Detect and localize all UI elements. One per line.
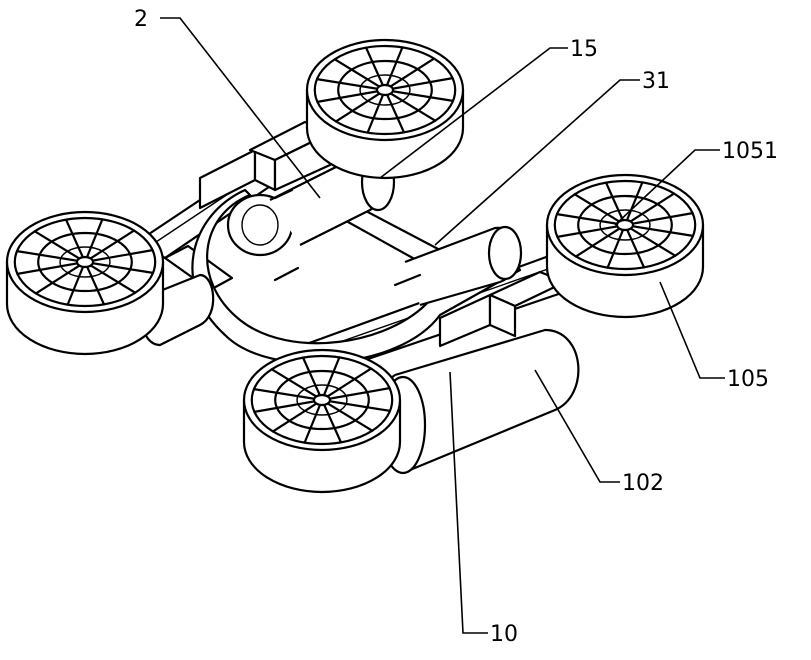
label-15: 15: [570, 37, 598, 62]
rotor-fans: [7, 40, 703, 492]
label-1051: 1051: [722, 139, 778, 164]
label-10: 10: [490, 622, 518, 647]
label-105: 105: [727, 367, 769, 392]
label-31: 31: [642, 69, 670, 94]
fan-left: [7, 212, 163, 354]
fan-rear: [307, 40, 463, 178]
label-2: 2: [134, 7, 148, 32]
label-102: 102: [622, 471, 664, 496]
fan-right: [547, 175, 703, 317]
fan-front: [244, 350, 400, 492]
